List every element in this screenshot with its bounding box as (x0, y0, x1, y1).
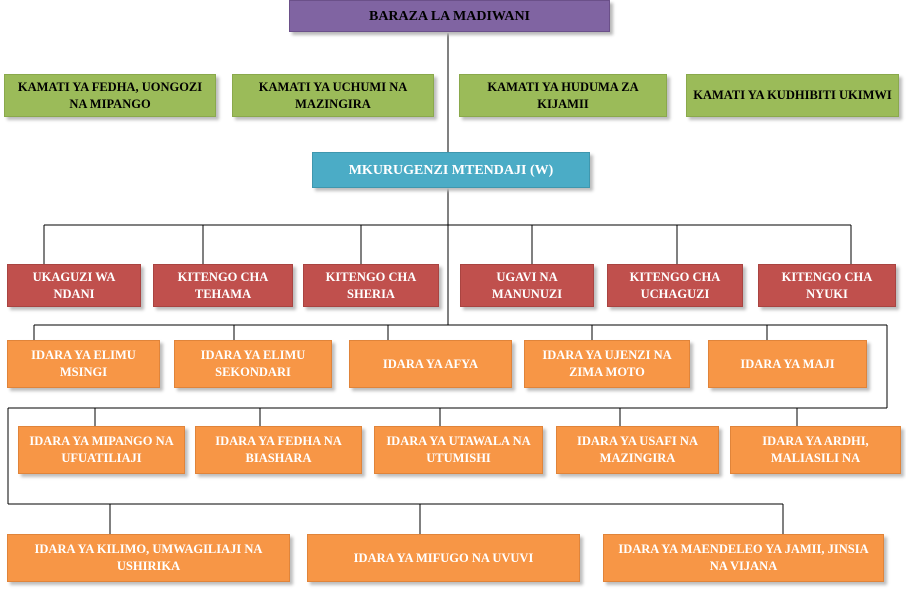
department-box: IDARA YA MIPANGO NA UFUATILIAJI (18, 426, 185, 474)
department-box: IDARA YA FEDHA NA BIASHARA (195, 426, 362, 474)
department-box: IDARA YA KILIMO, UMWAGILIAJI NA USHIRIKA (7, 534, 290, 582)
unit-label: KITENGO CHA NYUKI (781, 269, 873, 301)
unit-label: KITENGO CHA TEHAMA (177, 269, 269, 301)
department-box: IDARA YA ELIMU MSINGI (7, 340, 160, 388)
director-box: MKURUGENZI MTENDAJI (W) (312, 152, 590, 188)
unit-box: KITENGO CHA TEHAMA (153, 264, 293, 307)
department-label: IDARA YA MIFUGO NA UVUVI (353, 550, 534, 565)
department-box: IDARA YA USAFI NA MAZINGIRA (556, 426, 719, 474)
unit-label: UKAGUZI WA NDANI (32, 269, 116, 301)
council-box: BARAZA LA MADIWANI (289, 0, 610, 32)
unit-label: KITENGO CHA SHERIA (325, 269, 417, 301)
department-box: IDARA YA UTAWALA NA UTUMISHI (374, 426, 543, 474)
unit-box: KITENGO CHA SHERIA (303, 264, 439, 307)
committee-box: KAMATI YA HUDUMA ZA KIJAMII (459, 74, 667, 117)
director-label: MKURUGENZI MTENDAJI (W) (348, 162, 554, 178)
department-box: IDARA YA ELIMU SEKONDARI (174, 340, 332, 388)
department-label: IDARA YA USAFI NA MAZINGIRA (577, 434, 698, 465)
department-box: IDARA YA ARDHI, MALIASILI NA (730, 426, 901, 474)
department-label: IDARA YA KILIMO, UMWAGILIAJI NA USHIRIKA (34, 542, 263, 573)
committee-box: KAMATI YA UCHUMI NA MAZINGIRA (232, 74, 434, 117)
committee-label: KAMATI YA HUDUMA ZA KIJAMII (487, 79, 639, 111)
department-box: IDARA YA AFYA (349, 340, 512, 388)
department-label: IDARA YA ELIMU MSINGI (31, 348, 136, 379)
department-label: IDARA YA UJENZI NA ZIMA MOTO (542, 348, 672, 379)
unit-box: UGAVI NA MANUNUZI (460, 264, 594, 307)
committee-box: KAMATI YA KUDHIBITI UKIMWI (686, 74, 899, 117)
committee-label: KAMATI YA KUDHIBITI UKIMWI (693, 88, 892, 102)
unit-box: UKAGUZI WA NDANI (7, 264, 141, 307)
department-label: IDARA YA MAJI (740, 356, 835, 371)
department-label: IDARA YA FEDHA NA BIASHARA (215, 434, 342, 465)
department-label: IDARA YA MAENDELEO YA JAMII, JINSIA NA V… (618, 542, 869, 573)
council-label: BARAZA LA MADIWANI (368, 8, 531, 24)
department-label: IDARA YA UTAWALA NA UTUMISHI (386, 434, 531, 465)
committee-label: KAMATI YA UCHUMI NA MAZINGIRA (258, 79, 408, 111)
department-box: IDARA YA MIFUGO NA UVUVI (307, 534, 580, 582)
department-label: IDARA YA AFYA (382, 356, 479, 371)
committee-box: KAMATI YA FEDHA, UONGOZI NA MIPANGO (4, 74, 216, 117)
department-box: IDARA YA MAENDELEO YA JAMII, JINSIA NA V… (603, 534, 884, 582)
unit-box: KITENGO CHA UCHAGUZI (607, 264, 743, 307)
department-label: IDARA YA ELIMU SEKONDARI (200, 348, 306, 379)
department-box: IDARA YA UJENZI NA ZIMA MOTO (524, 340, 690, 388)
department-label: IDARA YA MIPANGO NA UFUATILIAJI (29, 434, 174, 465)
department-label: IDARA YA ARDHI, MALIASILI NA (762, 434, 869, 465)
unit-box: KITENGO CHA NYUKI (758, 264, 896, 307)
committee-label: KAMATI YA FEDHA, UONGOZI NA MIPANGO (17, 79, 203, 111)
department-box: IDARA YA MAJI (708, 340, 867, 388)
unit-label: UGAVI NA MANUNUZI (491, 269, 563, 301)
unit-label: KITENGO CHA UCHAGUZI (629, 269, 721, 301)
